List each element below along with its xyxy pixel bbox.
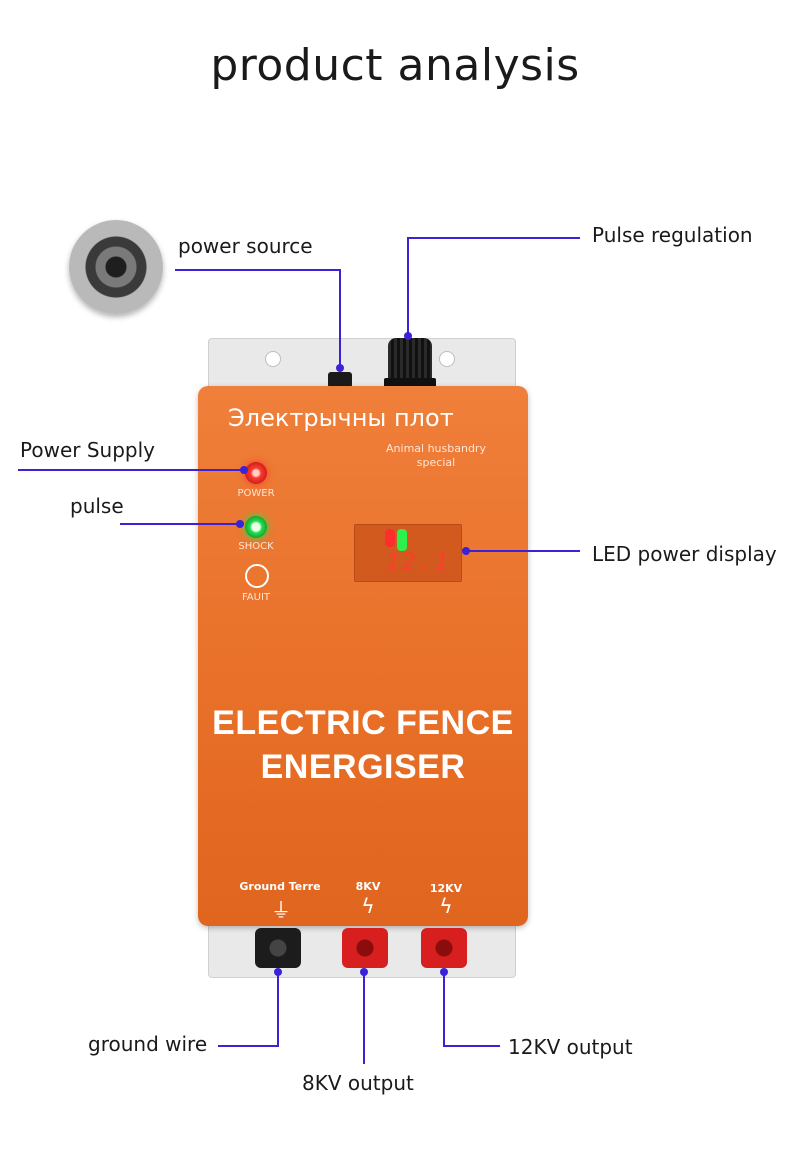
page-title: product analysis: [210, 40, 580, 91]
power-led-label: POWER: [237, 488, 275, 499]
power-plug-image: [69, 220, 163, 314]
callout-pulse: pulse: [70, 494, 124, 518]
subtitle-line2: special: [416, 456, 456, 469]
line-ground-wire: [218, 972, 279, 1047]
callout-power-source: power source: [178, 234, 313, 258]
dot-ground-wire: [274, 968, 282, 976]
callout-power-supply: Power Supply: [20, 438, 155, 462]
shock-led: [245, 516, 267, 538]
display-value: 12.1: [386, 550, 451, 575]
display-green-segment: [397, 529, 407, 551]
power-socket: [328, 372, 352, 388]
lightning-icon: ϟ: [439, 894, 453, 918]
device-name-line1: ELECTRIC FENCE: [212, 704, 514, 742]
device-title: Электрычны плот: [228, 404, 454, 432]
device-name-line2: ENERGISER: [260, 748, 466, 786]
fault-led: [245, 564, 269, 588]
energiser-body: Электрычны плот Animal husbandry special…: [198, 386, 528, 926]
ground-terminal: [255, 928, 301, 968]
subtitle-line1: Animal husbandry: [386, 442, 486, 455]
callout-pulse-regulation: Pulse regulation: [592, 223, 753, 247]
led-power-display: 12.1: [354, 524, 462, 582]
callout-12kv-output: 12KV output: [508, 1035, 633, 1059]
power-led: [245, 462, 267, 484]
device-subtitle: Animal husbandry special: [376, 442, 496, 470]
8kv-terminal: [342, 928, 388, 968]
fault-led-label: FAUIT: [241, 592, 271, 603]
8kv-terminal-label: 8KV: [355, 880, 381, 893]
12kv-terminal-label: 12KV: [429, 882, 463, 895]
dot-pulse: [236, 520, 244, 528]
knob-base: [384, 378, 436, 388]
12kv-terminal: [421, 928, 467, 968]
ground-icon: ⏚: [271, 898, 291, 922]
dot-led-display: [462, 547, 470, 555]
ground-terminal-label: Ground Terre: [239, 880, 321, 893]
dot-8kv: [360, 968, 368, 976]
callout-ground-wire: ground wire: [88, 1032, 208, 1056]
line-pulse-regulation: [407, 237, 580, 336]
mount-hole: [439, 351, 455, 367]
lightning-icon: ϟ: [361, 894, 375, 918]
line-12kv: [443, 972, 500, 1047]
callout-8kv-output: 8KV output: [302, 1071, 414, 1095]
dot-power-supply: [240, 466, 248, 474]
line-power-source: [175, 269, 341, 366]
dot-12kv: [440, 968, 448, 976]
shock-led-label: SHOCK: [238, 541, 274, 552]
dot-power-source: [336, 364, 344, 372]
dot-pulse-regulation: [404, 332, 412, 340]
display-red-segment: [385, 529, 395, 547]
callout-led-power-display: LED power display: [592, 542, 777, 566]
mount-hole: [265, 351, 281, 367]
